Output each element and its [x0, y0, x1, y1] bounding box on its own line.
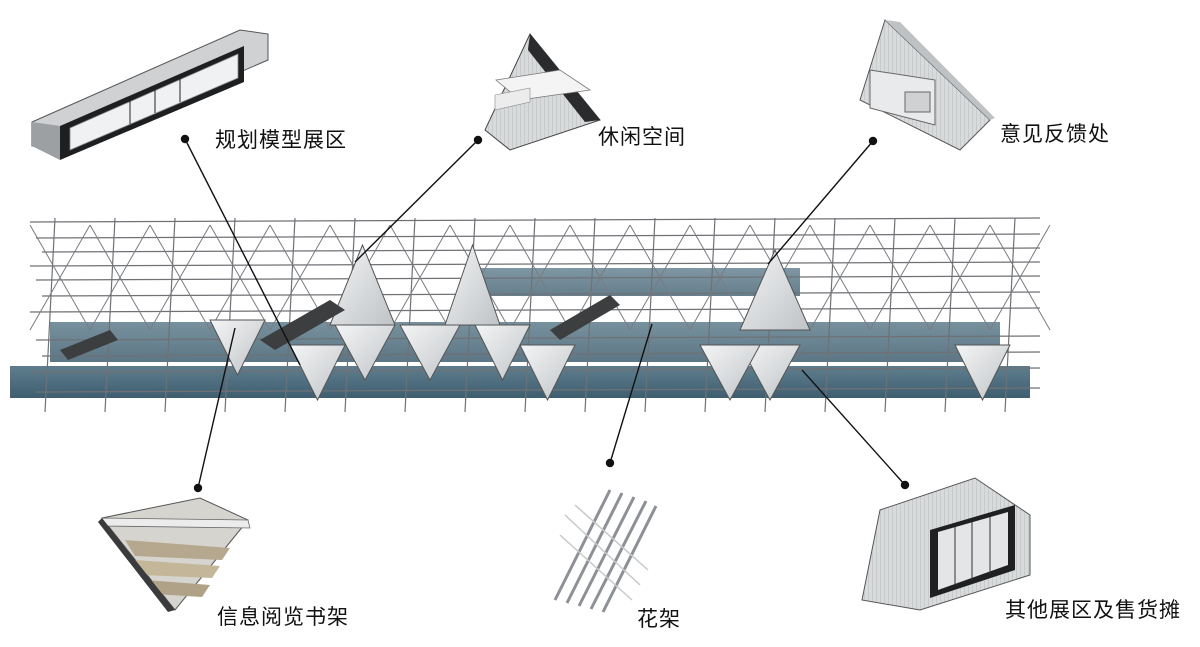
- rail: [29, 261, 1041, 267]
- label-feedback-desk: 意见反馈处: [1000, 122, 1110, 146]
- vertical-posts: [44, 217, 1016, 413]
- diagonal-bracing: [29, 224, 1051, 331]
- lower-deck: [10, 366, 1030, 398]
- scaffold-structure: [10, 217, 1051, 413]
- box-module-icon: [31, 29, 269, 160]
- brace: [989, 224, 1051, 331]
- triangle-panel-down: [519, 344, 576, 402]
- brace: [89, 224, 151, 331]
- post: [44, 217, 56, 413]
- label-reading-bookshelf: 信息阅览书架: [217, 605, 349, 629]
- label-planning-model-exhibition: 规划模型展区: [215, 128, 347, 152]
- brace: [929, 224, 991, 331]
- rail: [35, 335, 1041, 341]
- inverted-shelf-icon: [98, 497, 251, 612]
- brace: [629, 224, 691, 331]
- rail: [41, 247, 1041, 253]
- rail: [41, 291, 1041, 297]
- brace: [689, 224, 751, 331]
- brace: [29, 224, 91, 331]
- triangle-panel-up: [444, 243, 501, 326]
- brace: [389, 224, 451, 331]
- stair-elements: [60, 295, 620, 360]
- post: [1004, 217, 1016, 413]
- triangle-panel-down: [739, 344, 801, 402]
- post: [404, 217, 416, 413]
- post: [644, 217, 656, 413]
- leader-lines: [180, 134, 910, 493]
- triangle-panel-down: [289, 344, 346, 402]
- trapezoid-stall-icon: [861, 477, 1031, 611]
- rail: [35, 275, 1041, 281]
- prism-kiosk-icon: [859, 19, 995, 151]
- triangle-panel-down: [399, 324, 461, 382]
- brace: [209, 224, 271, 331]
- post: [104, 217, 116, 413]
- brace: [809, 224, 871, 331]
- post: [524, 217, 536, 413]
- brace: [149, 224, 211, 331]
- triangle-panel-down: [209, 319, 266, 377]
- post: [824, 217, 836, 413]
- triangle-panel-up: [739, 248, 811, 331]
- rail: [29, 307, 1041, 313]
- label-flower-rack: 花架: [637, 607, 681, 631]
- upper-deck: [470, 268, 800, 296]
- brace: [269, 224, 331, 331]
- label-leisure-space: 休闲空间: [598, 125, 686, 149]
- lattice-rack-icon: [553, 489, 658, 613]
- triangle-panel-down: [699, 344, 761, 402]
- brace: [509, 224, 571, 331]
- rail: [35, 387, 1041, 393]
- brace: [869, 224, 931, 331]
- triangle-panel-down: [334, 324, 396, 382]
- label-other-exhibition-and-stalls: 其他展区及售货摊: [1005, 598, 1181, 622]
- post: [884, 217, 896, 413]
- post: [944, 217, 956, 413]
- post: [224, 217, 236, 413]
- rail: [35, 233, 1041, 239]
- triangle-panel-down: [474, 324, 531, 382]
- post: [704, 217, 716, 413]
- triangle-frame-icon: [484, 33, 601, 151]
- triangle-panels: [209, 243, 1011, 402]
- post: [284, 217, 296, 413]
- triangle-panel-down: [954, 344, 1011, 402]
- post: [164, 217, 176, 413]
